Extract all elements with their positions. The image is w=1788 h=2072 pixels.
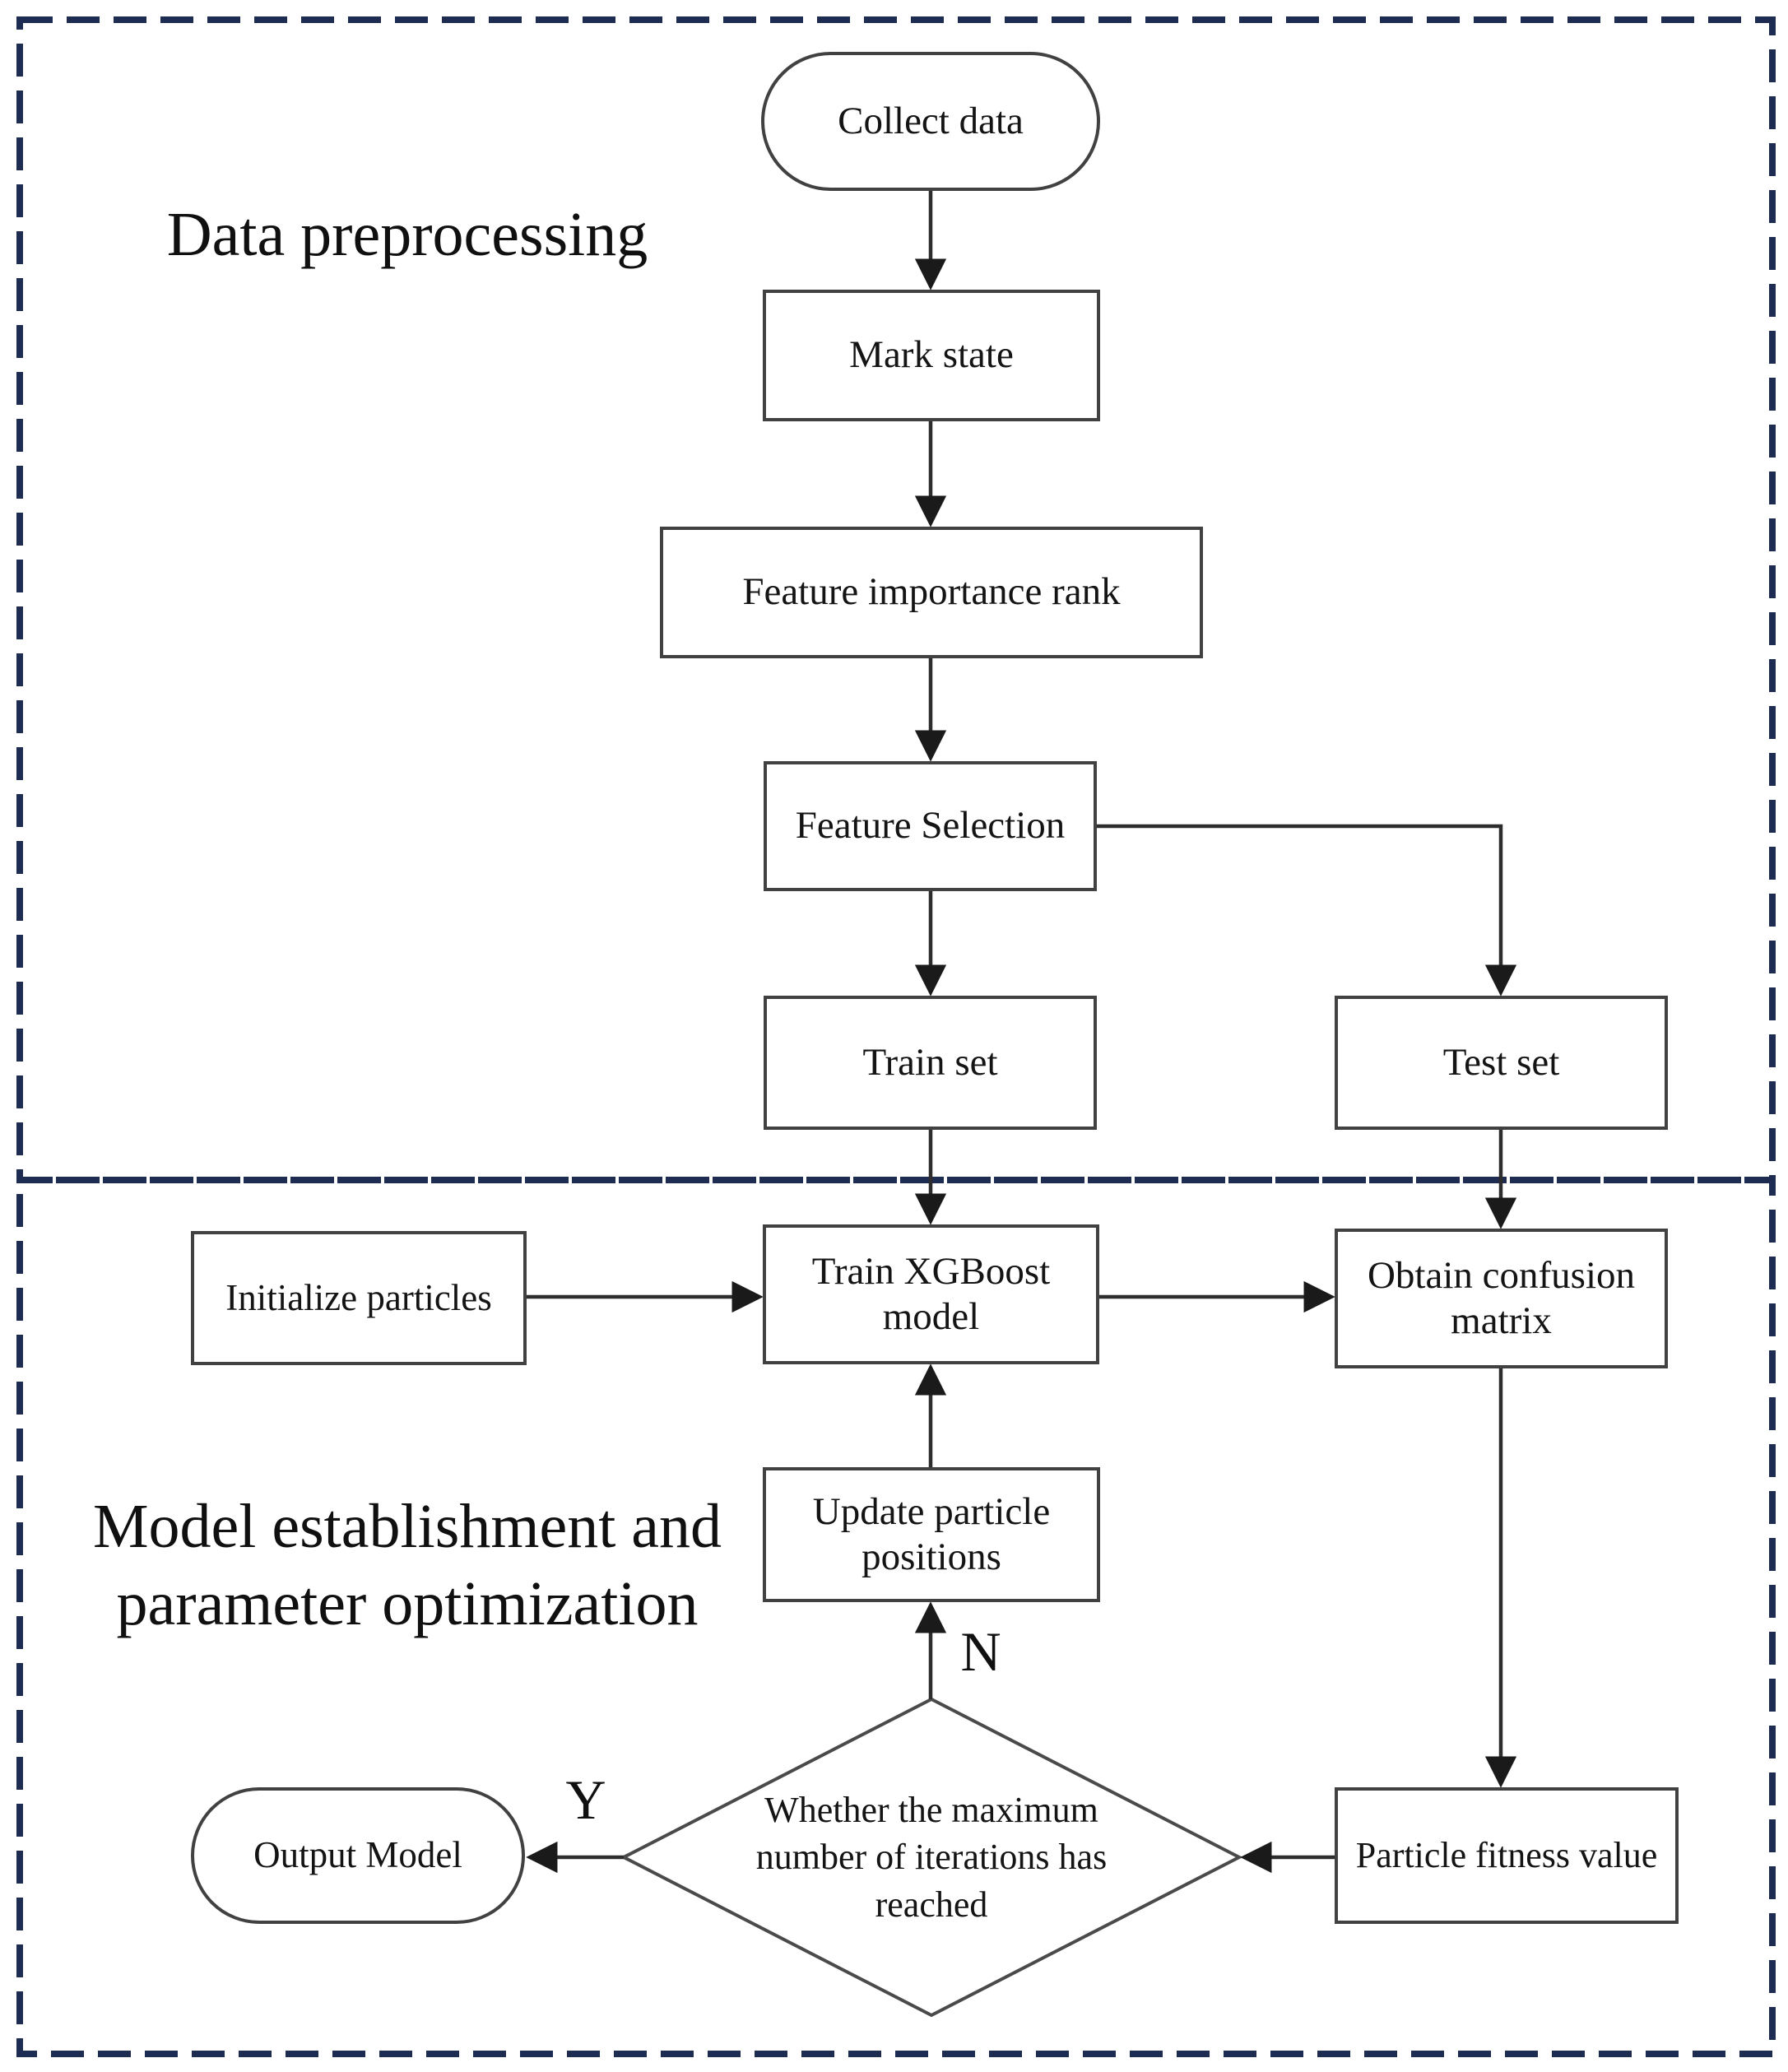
node-mark-state: Mark state — [763, 290, 1100, 421]
section-label-data-preprocessing: Data preprocessing — [166, 200, 648, 269]
node-train-xgboost-model: Train XGBoost model — [763, 1224, 1099, 1364]
node-label: Whether the maximum number of iterations… — [755, 1790, 1108, 1925]
decision-diamond-shape — [620, 1697, 1243, 2018]
edge-selection-to-testset — [1097, 824, 1517, 997]
node-obtain-confusion-matrix: Obtain confusion matrix — [1335, 1229, 1668, 1368]
node-label: Test set — [1442, 1040, 1560, 1084]
node-feature-selection: Feature Selection — [764, 761, 1097, 891]
node-label: Feature Selection — [795, 804, 1066, 848]
node-train-set: Train set — [764, 996, 1097, 1130]
node-collect-data: Collect data — [761, 52, 1100, 191]
edge-label-no: N — [960, 1620, 1001, 1683]
node-label: Particle fitness value — [1355, 1835, 1658, 1876]
node-label: Output Model — [253, 1834, 462, 1876]
node-feature-importance-rank: Feature importance rank — [660, 527, 1203, 658]
section-label-model-establishment: Model establishment and parameter optimi… — [92, 1492, 722, 1639]
node-test-set: Test set — [1335, 996, 1668, 1130]
edge-label-yes: Y — [565, 1768, 606, 1831]
node-particle-fitness-value: Particle fitness value — [1335, 1787, 1679, 1924]
node-output-model: Output Model — [191, 1787, 525, 1924]
node-label: Initialize particles — [225, 1276, 492, 1318]
node-label: Collect data — [838, 99, 1024, 142]
section-border-model-establishment — [16, 1177, 1776, 2057]
node-label: Update particle positions — [812, 1489, 1051, 1578]
node-label: Mark state — [849, 333, 1014, 377]
node-label: Obtain confusion matrix — [1367, 1253, 1636, 1342]
node-label: Train set — [862, 1040, 998, 1084]
node-update-particle-positions: Update particle positions — [763, 1467, 1100, 1602]
node-initialize-particles: Initialize particles — [191, 1231, 527, 1365]
section-border-data-preprocessing — [16, 16, 1776, 1183]
node-label: Feature importance rank — [742, 570, 1121, 614]
node-label: Train XGBoost model — [811, 1249, 1051, 1338]
node-max-iterations-decision: Whether the maximum number of iterations… — [718, 1779, 1145, 1935]
